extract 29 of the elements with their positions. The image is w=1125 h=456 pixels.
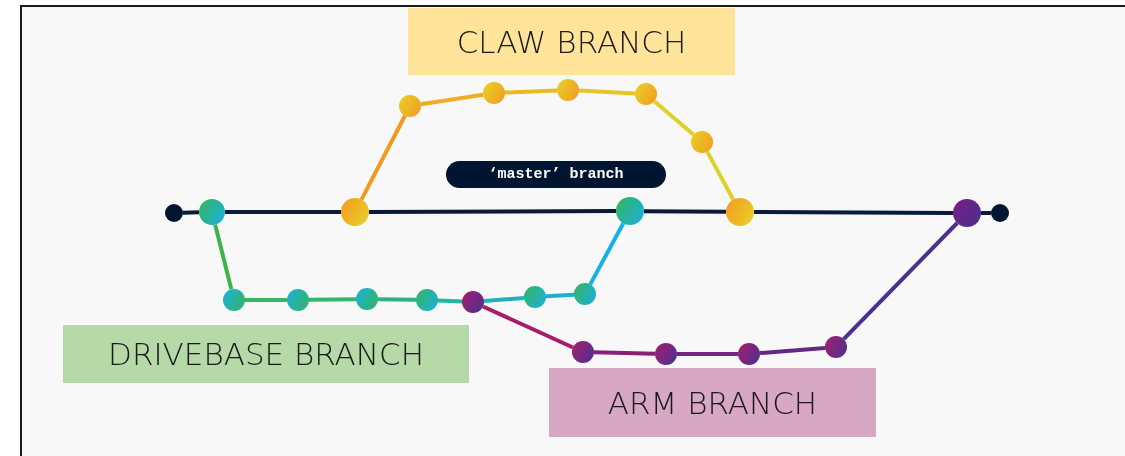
branch-label: ARM BRANCH (549, 368, 876, 437)
branch-line (369, 209, 616, 214)
branch-line (482, 304, 574, 350)
branch-line (578, 88, 636, 96)
branch-line (483, 295, 525, 304)
branch-line (759, 345, 826, 356)
branch-line (588, 222, 626, 286)
branch-label: CLAW BRANCH (408, 8, 735, 75)
branch-label: DRIVEBASE BRANCH (63, 325, 469, 383)
branch-line (842, 221, 959, 341)
branch-line (245, 298, 287, 302)
branch-line (213, 224, 234, 290)
branch-line (359, 114, 407, 201)
branch-line (593, 350, 656, 356)
branch-line (182, 210, 200, 215)
branch-line (754, 210, 953, 215)
branch-line (437, 298, 463, 304)
branch-line (981, 211, 991, 215)
branch-line (308, 297, 357, 302)
branch-line (644, 209, 726, 214)
branch-line (545, 292, 575, 299)
branch-line (377, 297, 417, 302)
branch-line (504, 88, 558, 95)
branch-line (653, 99, 695, 137)
branch-tag: ‘master’ branch (446, 161, 666, 188)
branch-line (225, 210, 341, 214)
branch-line (677, 352, 738, 356)
branch-line (420, 92, 484, 107)
branch-line (705, 150, 736, 201)
